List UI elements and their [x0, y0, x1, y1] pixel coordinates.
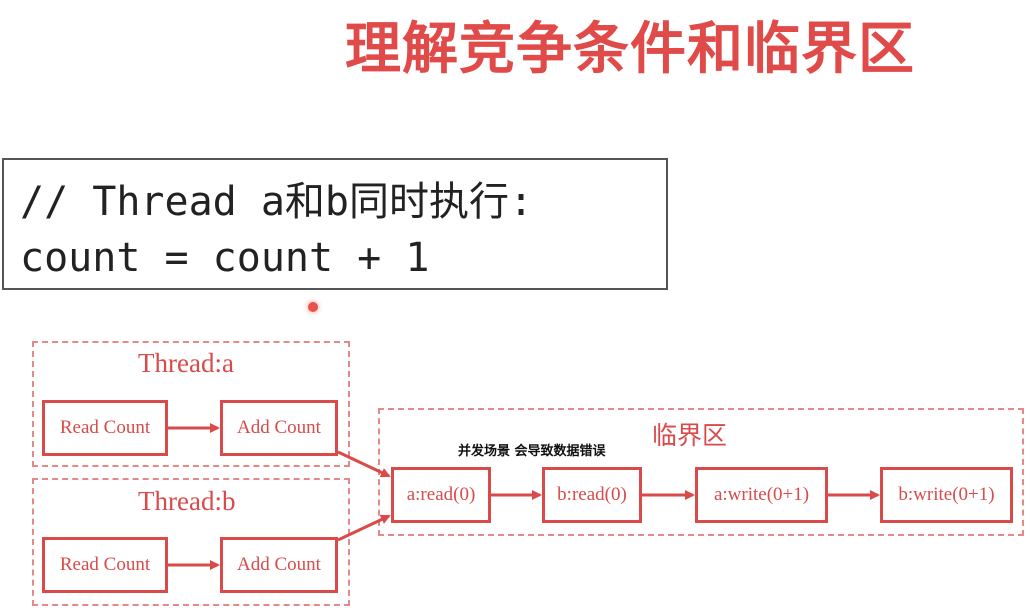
slide-title: 理解竞争条件和临界区: [345, 17, 915, 82]
pointer-dot: [308, 302, 318, 312]
code-block: // Thread a和b同时执行: count = count + 1: [2, 158, 668, 290]
thread-b-read-count-node: Read Count: [42, 537, 168, 593]
thread-a-add-count-node: Add Count: [220, 400, 338, 456]
step-b-write-node: b:write(0+1): [880, 467, 1013, 523]
step-b-read-node: b:read(0): [542, 467, 642, 523]
thread-a-label: Thread:a: [138, 348, 234, 378]
thread-b-group: [32, 478, 350, 606]
critical-section-label: 临界区: [652, 421, 728, 450]
arrow-b-add-to-critical: [337, 514, 391, 542]
step-a-read-node: a:read(0): [391, 467, 491, 523]
thread-a-group: [32, 341, 350, 467]
thread-a-read-count-node: Read Count: [42, 400, 168, 456]
concurrency-note: 并发场景 会导致数据错误: [458, 444, 606, 459]
code-comment-line: // Thread a和b同时执行:: [20, 179, 534, 225]
code-statement-line: count = count + 1: [20, 235, 430, 281]
step-a-write-node: a:write(0+1): [695, 467, 828, 523]
arrow-a-add-to-critical: [337, 450, 391, 478]
thread-b-add-count-node: Add Count: [220, 537, 338, 593]
thread-b-label: Thread:b: [138, 486, 236, 516]
